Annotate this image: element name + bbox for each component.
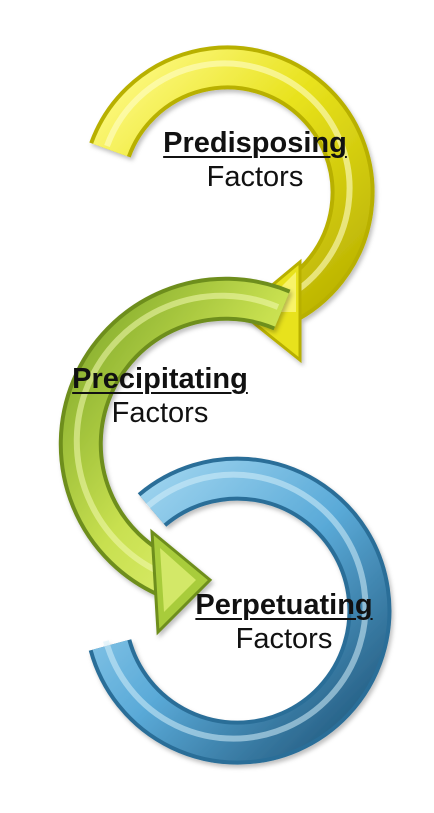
perpetuating-subtitle: Factors <box>235 623 333 656</box>
precipitating-arrow-gloss <box>73 292 280 578</box>
predisposing-label: Predisposing Factors <box>150 128 360 193</box>
precipitating-title: Precipitating <box>72 363 248 395</box>
perpetuating-label: Perpetuating Factors <box>168 590 400 655</box>
predisposing-title: Predisposing <box>163 127 347 159</box>
predisposing-arrow-gloss <box>104 60 353 304</box>
precipitating-arrow <box>58 276 291 636</box>
precipitating-arrow-head-shine <box>160 548 196 612</box>
precipitating-subtitle: Factors <box>111 397 209 430</box>
predisposing-subtitle: Factors <box>206 161 304 194</box>
perpetuating-ring-gloss <box>103 471 369 742</box>
perpetuating-title: Perpetuating <box>195 589 373 621</box>
perpetuating-ring <box>88 456 392 765</box>
precipitating-label: Precipitating Factors <box>40 364 280 429</box>
